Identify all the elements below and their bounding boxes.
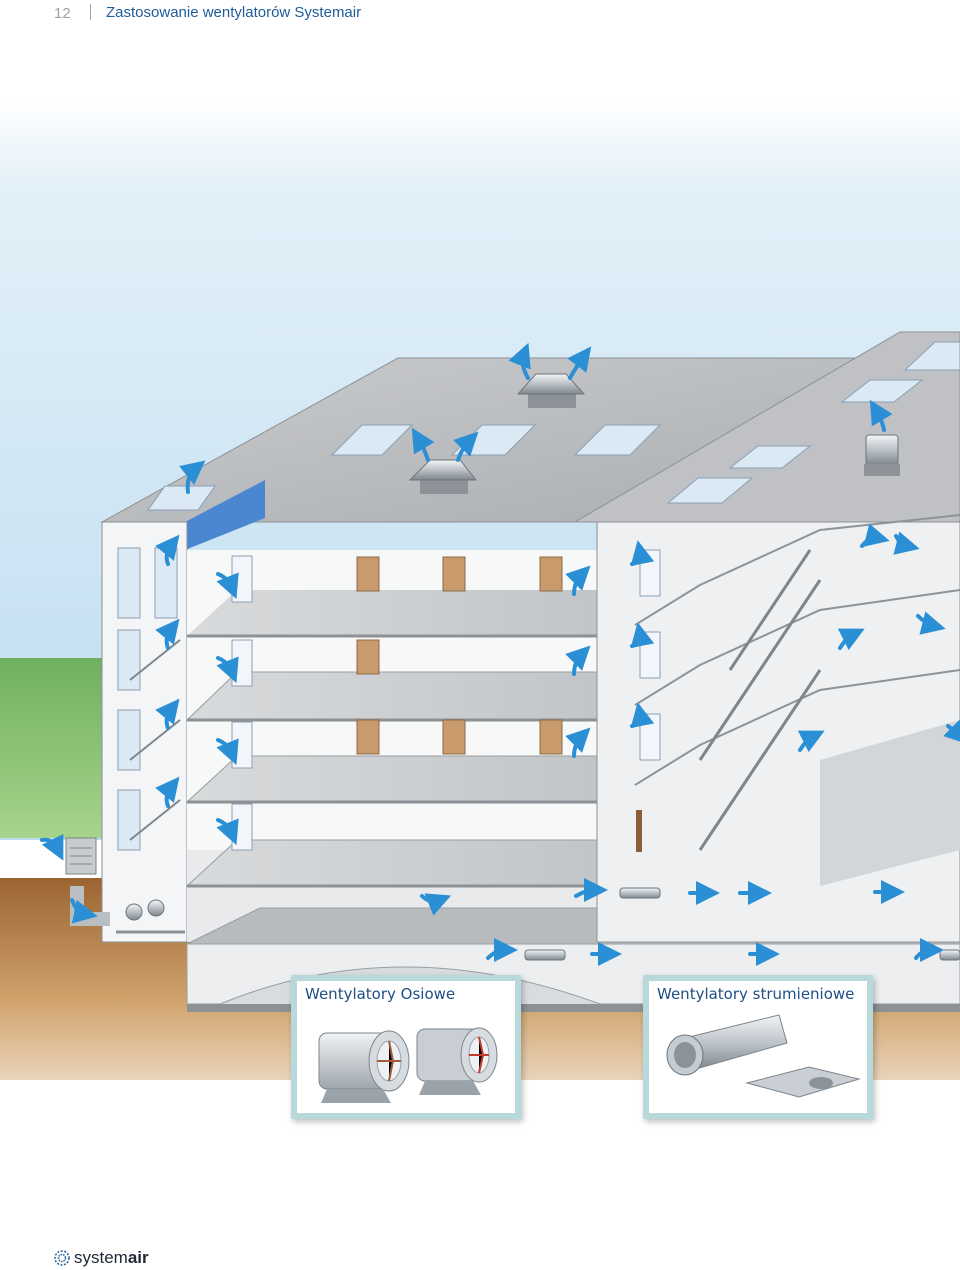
header-divider xyxy=(90,4,91,20)
roof-fan-2 xyxy=(516,373,586,408)
systemair-logo-icon xyxy=(54,1250,70,1266)
product-box-inner: Wentylatory strumieniowe xyxy=(649,981,867,1113)
jet-fan-icon xyxy=(666,1014,861,1098)
roof-fan-3 xyxy=(864,434,900,476)
page-title: Zastosowanie wentylatorów Systemair xyxy=(106,4,362,21)
product-box-jet-fans: Wentylatory strumieniowe xyxy=(643,975,873,1119)
roof-fan-1 xyxy=(408,459,478,494)
product-label-jet: Wentylatory strumieniowe xyxy=(657,985,855,1003)
systemair-logo: systemair xyxy=(54,1248,149,1268)
axial-fan-icon xyxy=(318,1027,498,1103)
page-number: 12 xyxy=(54,5,71,22)
logo-wordmark: systemair xyxy=(74,1248,149,1267)
product-box-inner: Wentylatory Osiowe xyxy=(297,981,515,1113)
product-box-axial-fans: Wentylatory Osiowe xyxy=(291,975,521,1119)
product-label-axial: Wentylatory Osiowe xyxy=(305,985,456,1003)
page-header: 12 Zastosowanie wentylatorów Systemair xyxy=(0,0,960,28)
